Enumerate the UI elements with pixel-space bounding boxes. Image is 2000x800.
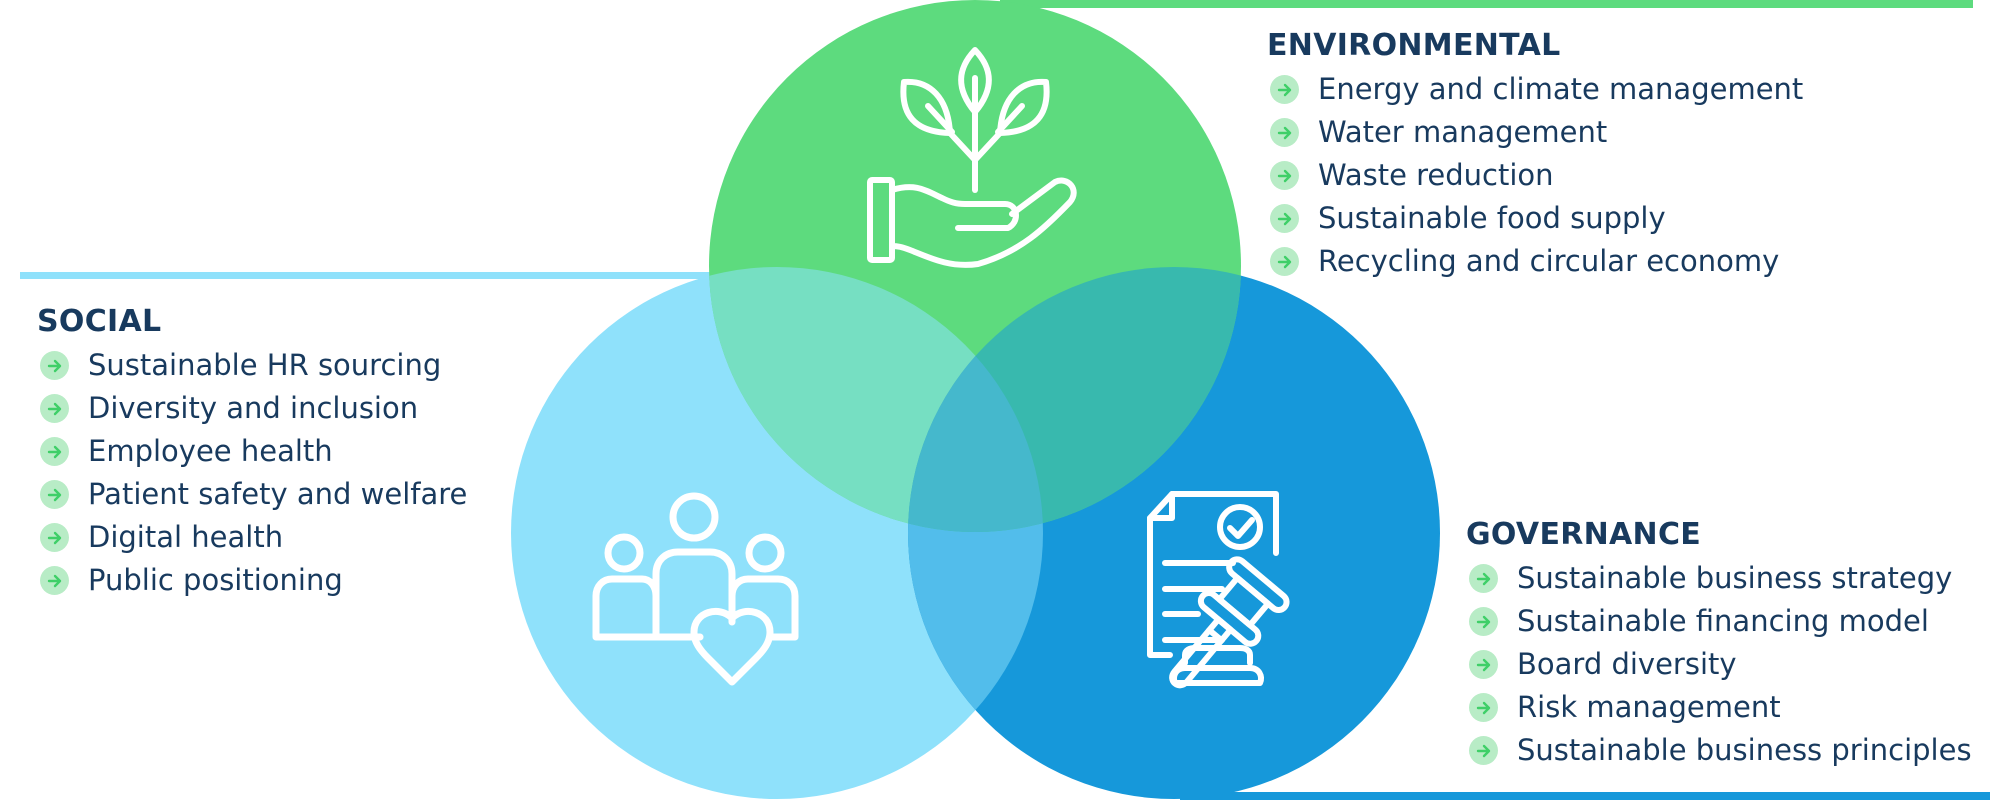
list-item-label: Waste reduction [1318, 158, 1554, 192]
overlap-environmental-governance [908, 267, 1241, 532]
arrow-right-icon [1270, 118, 1299, 147]
arrow-right-icon [1270, 247, 1299, 276]
list-item-label: Sustainable food supply [1318, 201, 1666, 235]
list-item-label: Diversity and inclusion [88, 391, 419, 425]
list-item: Sustainable food supply [1267, 197, 1803, 240]
list-item-label: Risk management [1517, 690, 1781, 724]
list-item: Sustainable HR sourcing [37, 344, 467, 387]
list-item-label: Sustainable business principles [1517, 733, 1972, 767]
overlap-environmental-social [709, 267, 1043, 532]
list-item: Energy and climate management [1267, 68, 1803, 111]
governance-accent-bar [1180, 792, 1990, 800]
list-item: Waste reduction [1267, 154, 1803, 197]
arrow-right-icon [1469, 693, 1498, 722]
list-item-label: Digital health [88, 520, 284, 554]
arrow-right-icon [1270, 161, 1299, 190]
list-item-label: Energy and climate management [1318, 72, 1804, 106]
environmental-title: ENVIRONMENTAL [1267, 28, 1561, 63]
list-item-label: Water management [1318, 115, 1608, 149]
social-accent-bar [20, 272, 720, 279]
list-item: Diversity and inclusion [37, 387, 467, 430]
list-item: Recycling and circular economy [1267, 240, 1803, 283]
people-heart-icon [592, 492, 799, 686]
arrow-right-icon [40, 437, 69, 466]
list-item-label: Employee health [88, 434, 333, 468]
list-item-label: Board diversity [1517, 647, 1737, 681]
arrow-right-icon [1270, 75, 1299, 104]
arrow-right-icon [1469, 607, 1498, 636]
list-item-label: Patient safety and welfare [88, 477, 468, 511]
list-item: Risk management [1466, 686, 1972, 729]
list-item: Sustainable business strategy [1466, 557, 1972, 600]
list-item: Sustainable business principles [1466, 729, 1972, 772]
list-item-label: Sustainable HR sourcing [88, 348, 442, 382]
arrow-right-icon [1469, 650, 1498, 679]
social-list: Sustainable HR sourcing Diversity and in… [37, 344, 467, 602]
list-item-label: Recycling and circular economy [1318, 244, 1780, 278]
arrow-right-icon [40, 566, 69, 595]
governance-list: Sustainable business strategy Sustainabl… [1466, 557, 1972, 772]
list-item: Public positioning [37, 559, 467, 602]
list-item: Water management [1267, 111, 1803, 154]
list-item: Patient safety and welfare [37, 473, 467, 516]
arrow-right-icon [40, 351, 69, 380]
arrow-right-icon [1469, 736, 1498, 765]
arrow-right-icon [40, 480, 69, 509]
list-item-label: Sustainable business strategy [1517, 561, 1953, 595]
social-title: SOCIAL [37, 304, 162, 339]
document-gavel-icon [1147, 491, 1290, 689]
list-item: Digital health [37, 516, 467, 559]
list-item-label: Public positioning [88, 563, 343, 597]
governance-section: GOVERNANCE Sustainable business strategy… [1466, 517, 1972, 772]
arrow-right-icon [1469, 564, 1498, 593]
list-item-label: Sustainable financing model [1517, 604, 1929, 638]
list-item: Employee health [37, 430, 467, 473]
social-section: SOCIAL Sustainable HR sourcing Diversity… [37, 304, 467, 602]
plant-in-hand-icon [867, 47, 1077, 268]
arrow-right-icon [40, 394, 69, 423]
arrow-right-icon [40, 523, 69, 552]
environmental-accent-bar [1000, 0, 1973, 8]
environmental-list: Energy and climate management Water mana… [1267, 68, 1803, 283]
governance-title: GOVERNANCE [1466, 517, 1702, 552]
list-item: Board diversity [1466, 643, 1972, 686]
arrow-right-icon [1270, 204, 1299, 233]
environmental-section: ENVIRONMENTAL Energy and climate managem… [1267, 28, 1803, 283]
list-item: Sustainable financing model [1466, 600, 1972, 643]
